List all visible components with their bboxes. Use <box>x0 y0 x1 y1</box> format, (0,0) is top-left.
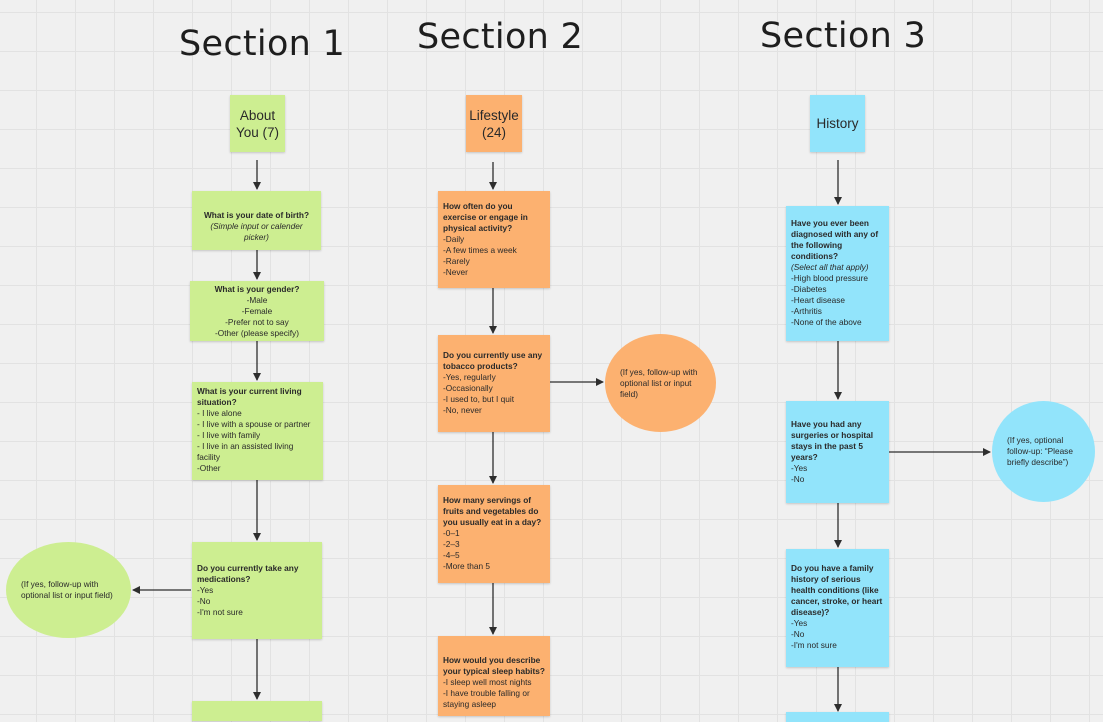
living-question-note[interactable]: What is your current living situation? -… <box>192 382 323 480</box>
fruits-question-note[interactable]: How many servings of fruits and vegetabl… <box>438 485 550 583</box>
conditions-option: -Heart disease <box>791 295 845 305</box>
medications-option: -Yes <box>197 585 214 595</box>
medications-option: -No <box>197 596 211 606</box>
gender-question-note[interactable]: What is your gender? -Male -Female -Pref… <box>190 281 324 341</box>
surgeries-followup-oval[interactable]: (If yes, optional follow-up: “Please bri… <box>992 401 1095 502</box>
gender-question: What is your gender? <box>214 284 300 294</box>
section-2-title: Section 2 <box>417 17 584 57</box>
living-question: What is your current living situation? <box>197 386 302 407</box>
living-option: - I live with family <box>197 430 261 440</box>
tobacco-followup-text: (If yes, follow-up with optional list or… <box>620 366 698 399</box>
living-option: -Other <box>197 463 221 473</box>
sleep-option: -I have trouble falling or staying aslee… <box>443 688 530 709</box>
living-option: - I live with a spouse or partner <box>197 419 311 429</box>
tobacco-question: Do you currently use any tobacco product… <box>443 350 543 371</box>
lifestyle-header-note[interactable]: Lifestyle (24) <box>466 95 522 152</box>
exercise-option: -A few times a week <box>443 245 517 255</box>
conditions-option: -Diabetes <box>791 284 827 294</box>
living-option: - I live in an assisted living facility <box>197 441 294 462</box>
tobacco-option: -I used to, but I quit <box>443 394 515 404</box>
medications-question-note[interactable]: Do you currently take any medications? -… <box>192 542 322 639</box>
family-history-option: -I'm not sure <box>791 640 837 650</box>
exercise-question: How often do you exercise or engage in p… <box>443 201 528 233</box>
history-header-note[interactable]: History <box>810 95 865 152</box>
fruits-option: -More than 5 <box>443 561 491 571</box>
conditions-option: -Arthritis <box>791 306 822 316</box>
living-option: - I live alone <box>197 408 242 418</box>
medications-followup-text: (If yes, follow-up with optional list or… <box>21 579 113 600</box>
conditions-option: -High blood pressure <box>791 273 869 283</box>
sleep-option: -I sleep well most nights <box>443 677 532 687</box>
sleep-question-note[interactable]: How would you describe your typical slee… <box>438 636 550 716</box>
dob-question-note[interactable]: What is your date of birth? (Simple inpu… <box>192 191 321 250</box>
tobacco-followup-oval[interactable]: (If yes, follow-up with optional list or… <box>605 334 716 432</box>
conditions-question-note[interactable]: Have you ever been diagnosed with any of… <box>786 206 889 341</box>
fruits-question: How many servings of fruits and vegetabl… <box>443 495 542 527</box>
gender-option: -Prefer not to say <box>225 317 289 327</box>
section-1-title: Section 1 <box>179 24 346 64</box>
fruits-option: -0–1 <box>443 528 460 538</box>
surgeries-option: -No <box>791 474 805 484</box>
fruits-option: -2–3 <box>443 539 460 549</box>
family-history-question: Do you have a family history of serious … <box>791 563 883 617</box>
about-you-header-note[interactable]: About You (7) <box>230 95 285 152</box>
conditions-hint: (Select all that apply) <box>791 262 869 272</box>
tobacco-option: -Yes, regularly <box>443 372 496 382</box>
surgeries-followup-text: (If yes, optional follow-up: “Please bri… <box>1007 435 1073 467</box>
family-history-option: -Yes <box>791 618 808 628</box>
exercise-option: -Daily <box>443 234 465 244</box>
sleep-question: How would you describe your typical slee… <box>443 655 545 676</box>
gender-option: -Male <box>246 295 268 305</box>
dob-question: What is your date of birth? <box>203 210 310 220</box>
surgeries-question-note[interactable]: Have you had any surgeries or hospital s… <box>786 401 889 503</box>
exercise-question-note[interactable]: How often do you exercise or engage in p… <box>438 191 550 288</box>
surgeries-option: -Yes <box>791 463 808 473</box>
conditions-option: -None of the above <box>791 317 862 327</box>
exercise-option: -Never <box>443 267 468 277</box>
medications-followup-oval[interactable]: (If yes, follow-up with optional list or… <box>6 542 131 638</box>
family-history-option: -No <box>791 629 805 639</box>
medications-question: Do you currently take any medications? <box>197 563 299 584</box>
tobacco-option: -No, never <box>443 405 482 415</box>
gender-option: -Other (please specify) <box>215 328 299 338</box>
section-3-title: Section 3 <box>760 16 927 56</box>
gender-option: -Female <box>241 306 273 316</box>
exercise-option: -Rarely <box>443 256 470 266</box>
family-history-question-note[interactable]: Do you have a family history of serious … <box>786 549 889 667</box>
dob-hint: (Simple input or calender picker) <box>210 221 303 242</box>
medications-option: -I'm not sure <box>197 607 243 617</box>
fruits-option: -4–5 <box>443 550 460 560</box>
conditions-question: Have you ever been diagnosed with any of… <box>791 218 879 261</box>
surgeries-question: Have you had any surgeries or hospital s… <box>791 419 874 462</box>
tobacco-question-note[interactable]: Do you currently use any tobacco product… <box>438 335 550 432</box>
tobacco-option: -Occasionally <box>443 383 493 393</box>
next-about-note[interactable] <box>192 701 322 721</box>
